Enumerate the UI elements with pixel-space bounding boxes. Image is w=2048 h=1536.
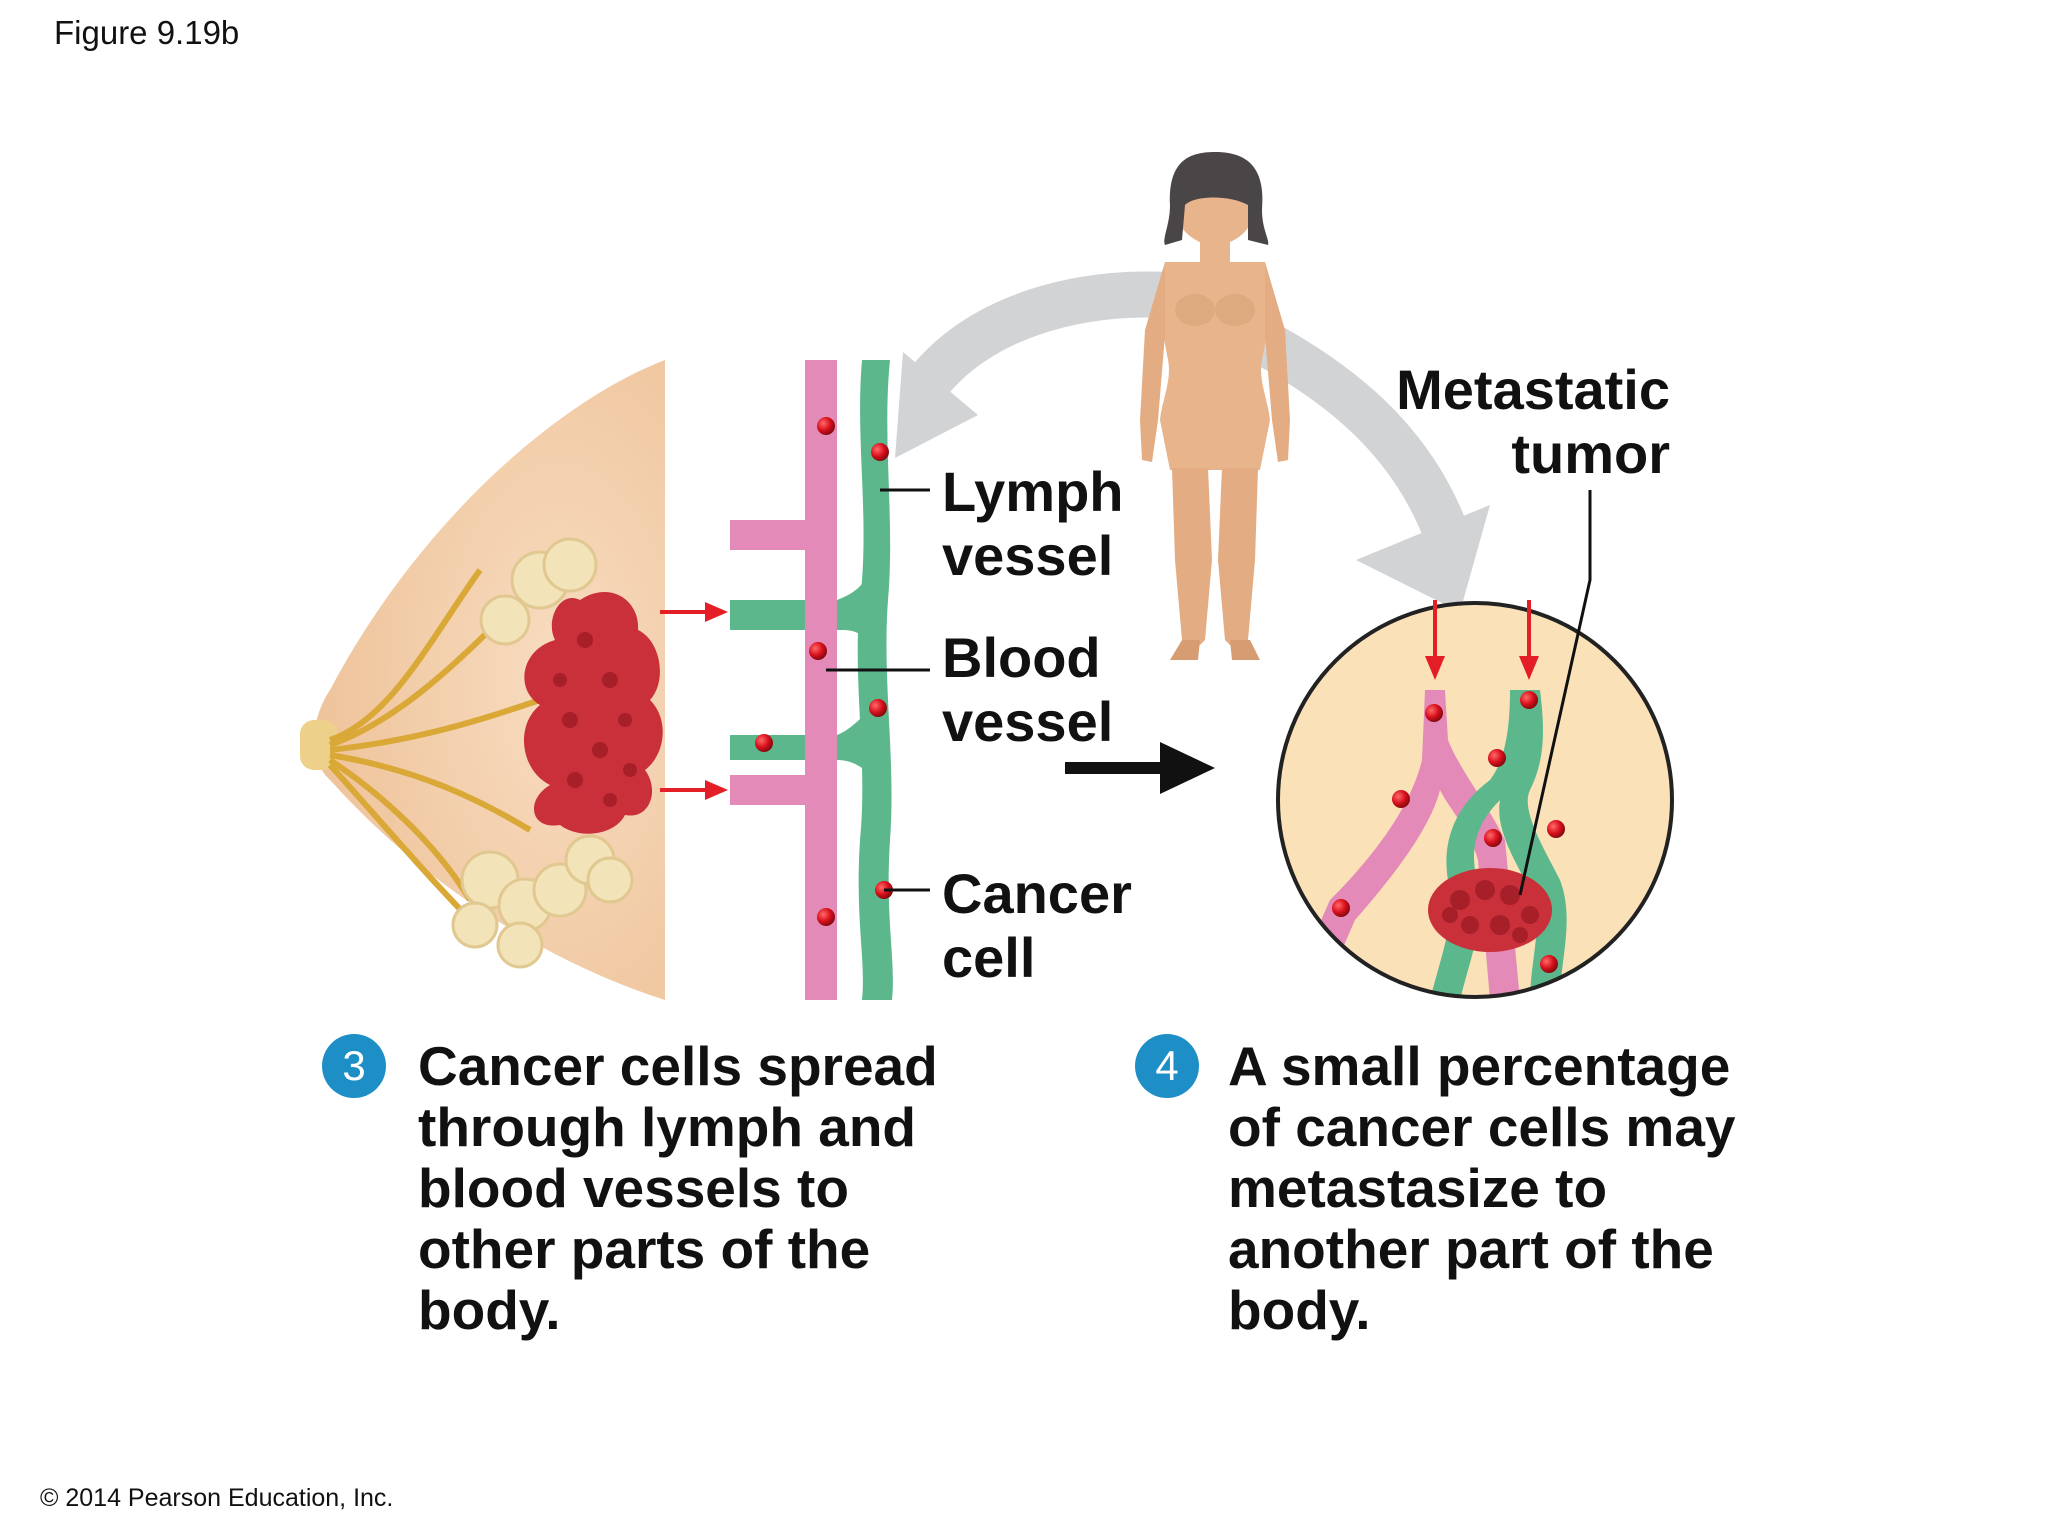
red-arrow-lower	[660, 780, 728, 800]
metastatic-tumor-label: Metastatic tumor	[1350, 358, 1670, 486]
cancer-cell-label-line2: cell	[942, 926, 1036, 989]
blood-vessel	[805, 360, 837, 1000]
cancer-cell	[1332, 899, 1350, 917]
step-3-badge: 3	[322, 1034, 386, 1098]
woman-figure	[1140, 152, 1290, 660]
step-3-line5: body.	[418, 1279, 561, 1341]
cancer-cell	[1488, 749, 1506, 767]
step-3-line2: through lymph and	[418, 1096, 917, 1158]
step-4-line1: A small percentage	[1228, 1035, 1731, 1097]
metastatic-tumor-cluster	[1428, 868, 1552, 952]
cancer-cell-label-line1: Cancer	[942, 862, 1132, 925]
step-4-caption: A small percentage of cancer cells may m…	[1228, 1036, 1828, 1341]
lymph-vessel-label-line1: Lymph	[942, 460, 1124, 523]
cancer-cells-magnified	[1332, 691, 1565, 973]
metastatic-tumor-label-line2: tumor	[1511, 422, 1670, 485]
step-4-line3: metastasize to	[1228, 1157, 1608, 1219]
step-4-badge: 4	[1135, 1034, 1199, 1098]
cancer-cell	[1484, 829, 1502, 847]
gray-arrow-left	[895, 271, 1172, 458]
step-4-line5: body.	[1228, 1279, 1371, 1341]
figure-label: Figure 9.19b	[54, 14, 240, 51]
cancer-cell	[1520, 691, 1538, 709]
fat-lobules	[451, 537, 634, 969]
cancer-cell	[809, 642, 827, 660]
lymph-vessel-label: Lymph vessel	[942, 460, 1123, 588]
lymph-vessel	[857, 360, 893, 1000]
blood-vessel-label-line1: Blood	[942, 626, 1101, 689]
step-3-line1: Cancer cells spread	[418, 1035, 938, 1097]
step-4-line4: another part of the	[1228, 1218, 1714, 1280]
cancer-cell	[817, 417, 835, 435]
step-3-line3: blood vessels to	[418, 1157, 849, 1219]
vessel-network	[730, 360, 893, 1000]
step-4-line2: of cancer cells may	[1228, 1096, 1736, 1158]
cancer-cell	[817, 908, 835, 926]
red-arrow-upper	[660, 602, 728, 622]
cancer-cell	[1547, 820, 1565, 838]
cancer-cell	[1540, 955, 1558, 973]
cancer-cells-vessels	[755, 417, 893, 926]
black-arrow	[1065, 742, 1215, 794]
blood-vessel-label: Blood vessel	[942, 626, 1113, 754]
cancer-cell-label: Cancer cell	[942, 862, 1132, 990]
step-3-caption: Cancer cells spread through lymph and bl…	[418, 1036, 978, 1341]
cancer-cell	[755, 734, 773, 752]
cancer-cell	[869, 699, 887, 717]
metastatic-tumor-leader-line	[1518, 490, 1592, 896]
blood-vessel-label-line2: vessel	[942, 690, 1114, 753]
cancer-cell	[871, 443, 889, 461]
step-3-line4: other parts of the	[418, 1218, 871, 1280]
cancer-cell	[1425, 704, 1443, 722]
copyright: © 2014 Pearson Education, Inc.	[40, 1484, 394, 1512]
lymph-vessel-label-line2: vessel	[942, 524, 1114, 587]
metastatic-tumor-label-line1: Metastatic	[1396, 358, 1670, 421]
breast-cross-section	[300, 360, 665, 1000]
magnified-view	[1276, 600, 1674, 999]
cancer-cell	[1392, 790, 1410, 808]
